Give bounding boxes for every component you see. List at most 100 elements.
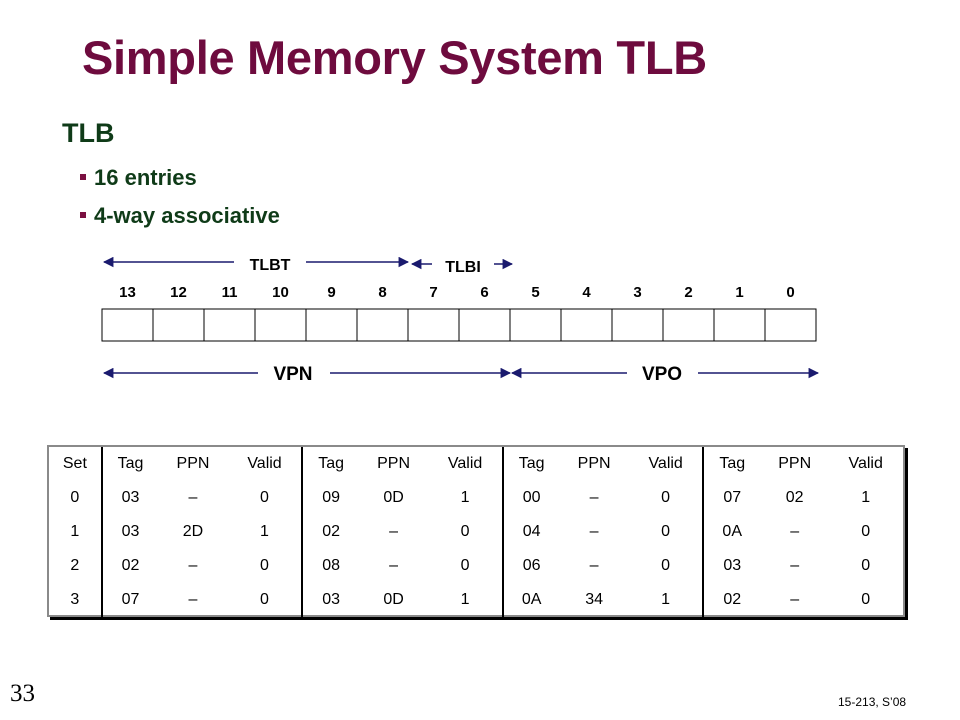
bit-cell xyxy=(662,308,715,342)
table-cell: 03 xyxy=(100,515,159,549)
table-cell: 1 xyxy=(260,523,269,540)
table-cell: 0 xyxy=(661,523,671,540)
column-header: PPN xyxy=(377,455,410,472)
table-cell: 0 xyxy=(661,489,671,506)
table-cell: – xyxy=(589,523,599,540)
table-cell: 0 xyxy=(861,523,871,540)
table-cell: 02 xyxy=(100,549,159,583)
table-cell: – xyxy=(188,557,198,574)
table-cell: 0D xyxy=(383,591,404,608)
page-number: 33 xyxy=(10,680,35,707)
table-cell: 0D xyxy=(383,489,404,506)
bit-cell xyxy=(101,308,154,342)
vpn-label: VPN xyxy=(273,364,312,385)
table-cell: 03 xyxy=(100,481,159,515)
bit-cell xyxy=(611,308,664,342)
bit-cell xyxy=(560,308,613,342)
column-header: Tag xyxy=(501,447,560,481)
bit-number-label: 9 xyxy=(327,284,335,301)
table-cell: 2 xyxy=(70,557,80,574)
table-cell: 0 xyxy=(861,591,871,608)
table-cell: 0 xyxy=(260,557,269,574)
table-cell: 2D xyxy=(182,523,204,540)
bullet-text: 4-way associative xyxy=(94,203,280,228)
column-header: Valid xyxy=(848,455,883,472)
table-cell: – xyxy=(790,591,800,608)
table-cell: 09 xyxy=(301,481,359,515)
bullet-text: 16 entries xyxy=(94,165,197,190)
table-cell: 07 xyxy=(702,481,760,515)
bit-number-label: 4 xyxy=(582,284,591,301)
bit-number-label: 1 xyxy=(735,284,743,301)
table-cell: 04 xyxy=(501,515,560,549)
table-cell: – xyxy=(790,557,800,574)
bit-number-label: 0 xyxy=(786,284,794,301)
column-header: PPN xyxy=(778,455,812,472)
table-cell: 02 xyxy=(785,489,804,506)
table-cell: 1 xyxy=(661,591,671,608)
table-cell: 02 xyxy=(702,583,760,617)
bit-number-label: 2 xyxy=(684,284,692,301)
bullet-square-icon xyxy=(80,212,86,219)
vpo-label: VPO xyxy=(642,364,682,385)
bit-number-label: 8 xyxy=(378,284,386,301)
table-cell: 0 xyxy=(260,591,269,608)
table-cell: 1 xyxy=(861,489,871,506)
column-header: Valid xyxy=(447,455,483,472)
table-cell: – xyxy=(589,557,599,574)
bit-number-label: 3 xyxy=(633,284,641,301)
bit-number-label: 5 xyxy=(531,284,539,301)
bit-number-label: 10 xyxy=(272,284,289,301)
bit-cell xyxy=(458,308,511,342)
table-cell: 0 xyxy=(861,557,871,574)
table-cell: 06 xyxy=(501,549,560,583)
bit-number-label: 13 xyxy=(119,284,136,301)
section-heading: TLB xyxy=(62,118,115,148)
column-header: Tag xyxy=(100,447,159,481)
column-header: Tag xyxy=(301,447,359,481)
bit-cell xyxy=(356,308,409,342)
bit-cell xyxy=(713,308,766,342)
table-cell: 0 xyxy=(460,523,470,540)
table-cell: – xyxy=(589,489,599,506)
column-header: Valid xyxy=(648,455,683,472)
table-cell: 1 xyxy=(460,591,470,608)
table-cell: 34 xyxy=(585,591,603,608)
table-cell: 03 xyxy=(301,583,359,617)
bit-cell xyxy=(764,308,817,342)
bit-number-label: 12 xyxy=(170,284,187,301)
bit-cell xyxy=(407,308,460,342)
table-cell: 0A xyxy=(702,515,760,549)
column-header: Set xyxy=(62,455,87,472)
bit-cell xyxy=(152,308,205,342)
table-cell: 0 xyxy=(661,557,671,574)
course-label: 15-213, S’08 xyxy=(838,695,907,709)
bit-cell xyxy=(254,308,307,342)
slide-title: Simple Memory System TLB xyxy=(82,31,707,84)
bullet-item: 4-way associative xyxy=(80,203,280,229)
column-header: PPN xyxy=(176,455,210,472)
table-cell: 08 xyxy=(301,549,359,583)
bit-cell xyxy=(203,308,256,342)
table-cell: 0A xyxy=(501,583,560,617)
bullet-square-icon xyxy=(80,174,86,181)
table-cell: 03 xyxy=(702,549,760,583)
table-cell: 07 xyxy=(100,583,159,617)
table-cell: 1 xyxy=(70,523,80,540)
bit-cell xyxy=(305,308,358,342)
table-cell: 0 xyxy=(70,489,80,506)
bullet-item: 16 entries xyxy=(80,165,197,191)
table-cell: 0 xyxy=(460,557,470,574)
tlbt-label: TLBT xyxy=(250,257,291,274)
table-cell: – xyxy=(790,523,800,540)
table-cell: – xyxy=(389,523,398,540)
column-header: PPN xyxy=(577,455,611,472)
table-cell: 3 xyxy=(70,591,80,608)
